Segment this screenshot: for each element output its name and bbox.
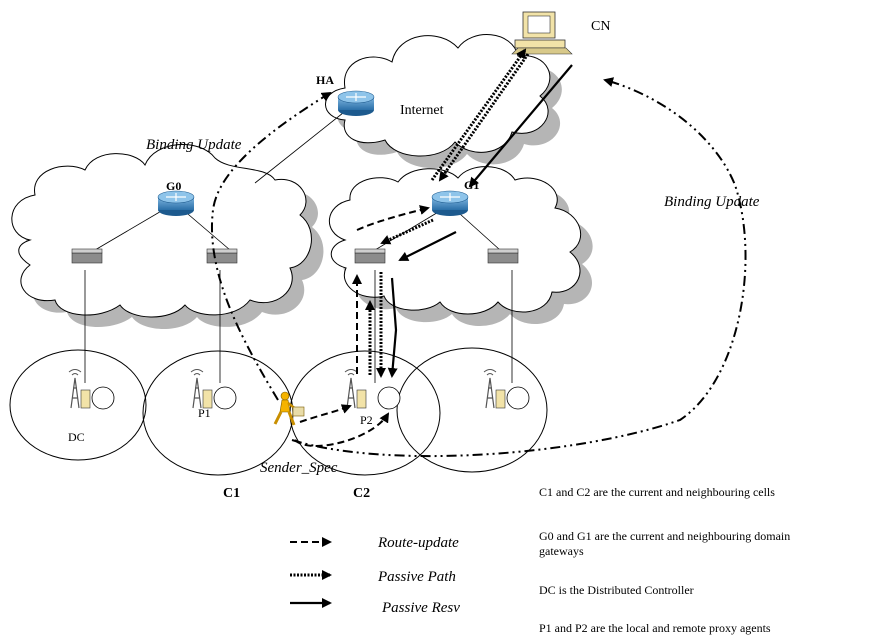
g1-label: G1 bbox=[464, 178, 479, 192]
base-station-icon-p1 bbox=[190, 369, 237, 410]
binding-update-left-label: Binding Update bbox=[146, 137, 242, 153]
cell-c1 bbox=[142, 350, 294, 476]
legend-passive-resv-label: Passive Resv bbox=[381, 600, 460, 616]
computer-icon-cn bbox=[511, 11, 573, 55]
passive-path-return-to-cn bbox=[430, 48, 527, 181]
note-proxies: P1 and P2 are the local and remote proxy… bbox=[539, 621, 771, 635]
passive-resv-cn-to-g1 bbox=[468, 64, 573, 188]
p1-label: P1 bbox=[198, 406, 211, 420]
legend-passive-path-label: Passive Path bbox=[377, 569, 456, 585]
passive-path-cn-to-g1 bbox=[438, 53, 530, 182]
mobile-node-icon bbox=[273, 391, 305, 426]
router-icon-g1 bbox=[431, 190, 469, 216]
notes: C1 and C2 are the current and neighbouri… bbox=[539, 485, 790, 635]
p2-label: P2 bbox=[360, 413, 373, 427]
domain-cloud-g0 bbox=[11, 144, 324, 330]
access-router-icon-4 bbox=[487, 248, 519, 264]
cell-dc bbox=[9, 349, 147, 461]
domain-cloud-g1 bbox=[328, 166, 593, 326]
cn-label: CN bbox=[591, 19, 610, 34]
dc-label: DC bbox=[68, 430, 85, 444]
note-gateways: G0 and G1 are the current and neighbouri… bbox=[539, 529, 790, 543]
route-update-mn-to-remote bbox=[294, 412, 390, 447]
binding-update-cn-arrow bbox=[291, 77, 747, 458]
note-cells: C1 and C2 are the current and neighbouri… bbox=[539, 485, 775, 499]
router-icon-internet bbox=[337, 90, 375, 116]
legend: Route-update Passive Path Passive Resv bbox=[290, 535, 460, 616]
access-router-icon-3 bbox=[354, 248, 386, 264]
binding-update-ha-arrow bbox=[211, 91, 332, 401]
base-station-icon-dc bbox=[68, 369, 115, 410]
internet-label: Internet bbox=[400, 103, 444, 118]
base-station-icon-p2 bbox=[344, 369, 401, 410]
passive-path-g1-to-ar bbox=[380, 218, 434, 245]
ha-label: HA bbox=[316, 73, 334, 87]
legend-route-update-label: Route-update bbox=[377, 535, 459, 551]
route-update-ar-to-g1 bbox=[356, 205, 430, 231]
base-station-icon-right bbox=[483, 369, 530, 410]
note-gateways-cont: gateways bbox=[539, 544, 584, 558]
sender-spec-label: Sender_Spec bbox=[260, 460, 338, 476]
c2-label: C2 bbox=[353, 486, 370, 501]
cell-right bbox=[396, 347, 548, 473]
c1-label: C1 bbox=[223, 486, 240, 501]
g0-label: G0 bbox=[166, 179, 181, 193]
route-update-mn-to-p2 bbox=[299, 404, 352, 423]
binding-update-right-label: Binding Update bbox=[664, 194, 760, 210]
passive-resv-g1-to-ar bbox=[398, 231, 457, 261]
access-router-icon-1 bbox=[71, 248, 103, 264]
note-dc: DC is the Distributed Controller bbox=[539, 583, 694, 597]
router-icon-g0 bbox=[157, 190, 195, 216]
access-router-icon-2 bbox=[206, 248, 238, 264]
passive-resv-ar-to-p2 bbox=[387, 277, 398, 378]
signaling-flows bbox=[211, 48, 747, 458]
